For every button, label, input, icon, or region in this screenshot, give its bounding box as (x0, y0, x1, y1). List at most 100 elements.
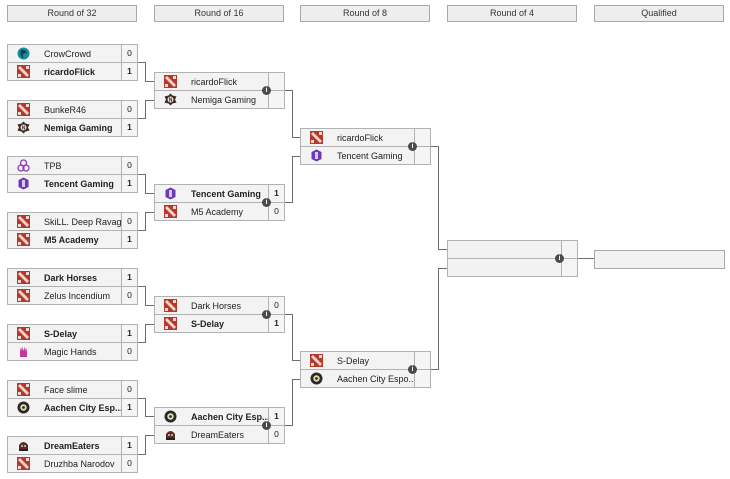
tencent-logo-icon (16, 177, 30, 191)
bracket-connector-line (285, 314, 293, 315)
tencent-logo-icon (163, 187, 177, 201)
team-row-dark-horses[interactable]: Dark Horses 0 (154, 296, 285, 315)
team-row-ricardoflick[interactable]: ricardoFlick (300, 128, 431, 147)
match-info-icon[interactable]: i (262, 420, 271, 430)
team-row-empty[interactable] (447, 258, 578, 277)
bracket-connector-line (138, 230, 146, 231)
team-name: Nemiga Gaming (191, 94, 257, 105)
team-score: 0 (121, 343, 137, 360)
team-score (414, 370, 430, 387)
bracket-connector-line (138, 62, 146, 63)
match-info-icon[interactable]: i (408, 141, 417, 151)
bracket-connector-line (145, 193, 155, 194)
team-name: Tencent Gaming (337, 150, 403, 161)
bracket-connector-line (138, 118, 146, 119)
bracket-connector-line (292, 90, 293, 138)
team-name: ricardoFlick (191, 76, 238, 87)
team-score: 1 (121, 119, 137, 136)
team-score: 1 (121, 269, 137, 286)
team-row-m5-academy[interactable]: M5 Academy 1 (7, 230, 138, 249)
team-row-tencent-gaming[interactable]: Tencent Gaming (300, 146, 431, 165)
team-name: Aachen City Esp... (191, 411, 268, 422)
dota-logo-icon (16, 65, 30, 79)
dota-logo-icon (16, 215, 30, 229)
dota-logo-icon (16, 233, 30, 247)
bracket-connector-line (138, 174, 146, 175)
team-name: M5 Academy (44, 234, 99, 245)
team-score (561, 241, 577, 258)
team-score: 1 (268, 408, 284, 425)
match-info-icon[interactable]: i (262, 85, 271, 95)
team-name: SkiLL. Deep Ravage (44, 216, 121, 227)
team-score: 0 (121, 101, 137, 118)
dota-logo-icon (163, 317, 177, 331)
empty-icon (456, 261, 470, 275)
team-row-aachen-city-esp[interactable]: Aachen City Esp...1 (7, 398, 138, 417)
team-name: Tencent Gaming (44, 178, 114, 189)
crowcrowd-logo-icon (16, 47, 30, 61)
match-info-icon[interactable]: i (555, 253, 564, 263)
bracket-connector-line (145, 212, 146, 231)
match-info-icon[interactable]: i (408, 364, 417, 374)
dreameaters-logo-icon (16, 439, 30, 453)
team-score: 1 (121, 175, 137, 192)
team-score: 0 (268, 297, 284, 314)
bracket-connector-line (285, 202, 293, 203)
bracket-connector-line (145, 435, 155, 436)
team-score: 1 (268, 315, 284, 332)
bracket-connector-line (292, 379, 301, 380)
bracket-connector-line (292, 137, 301, 138)
team-name: Dark Horses (191, 300, 242, 311)
round4-match-1[interactable] (447, 240, 578, 277)
match-info-icon[interactable]: i (262, 309, 271, 319)
bracket-connector-line (438, 146, 439, 250)
qualified-slot (594, 250, 725, 269)
bracket-connector-line (138, 342, 146, 343)
team-score: 1 (121, 231, 137, 248)
team-name: DreamEaters (44, 440, 100, 451)
team-row-s-delay[interactable]: S-Delay (300, 351, 431, 370)
team-score: 1 (121, 325, 137, 342)
bracket-connector-line (438, 249, 448, 250)
aachen-logo-icon (16, 401, 30, 415)
team-name: ricardoFlick (337, 132, 384, 143)
bracket-connector-line (138, 398, 146, 399)
team-row-tencent-gaming[interactable]: Tencent Gaming 1 (7, 174, 138, 193)
team-row-aachen-city-espo[interactable]: Aachen City Espo... (300, 369, 431, 388)
team-row-bunker46[interactable]: BunkeR46 0 (7, 100, 138, 119)
match-info-icon[interactable]: i (262, 197, 271, 207)
team-name: BunkeR46 (44, 104, 87, 115)
dota-logo-icon (163, 75, 177, 89)
team-row-aachen-city-esp[interactable]: Aachen City Esp...1 (154, 407, 285, 426)
